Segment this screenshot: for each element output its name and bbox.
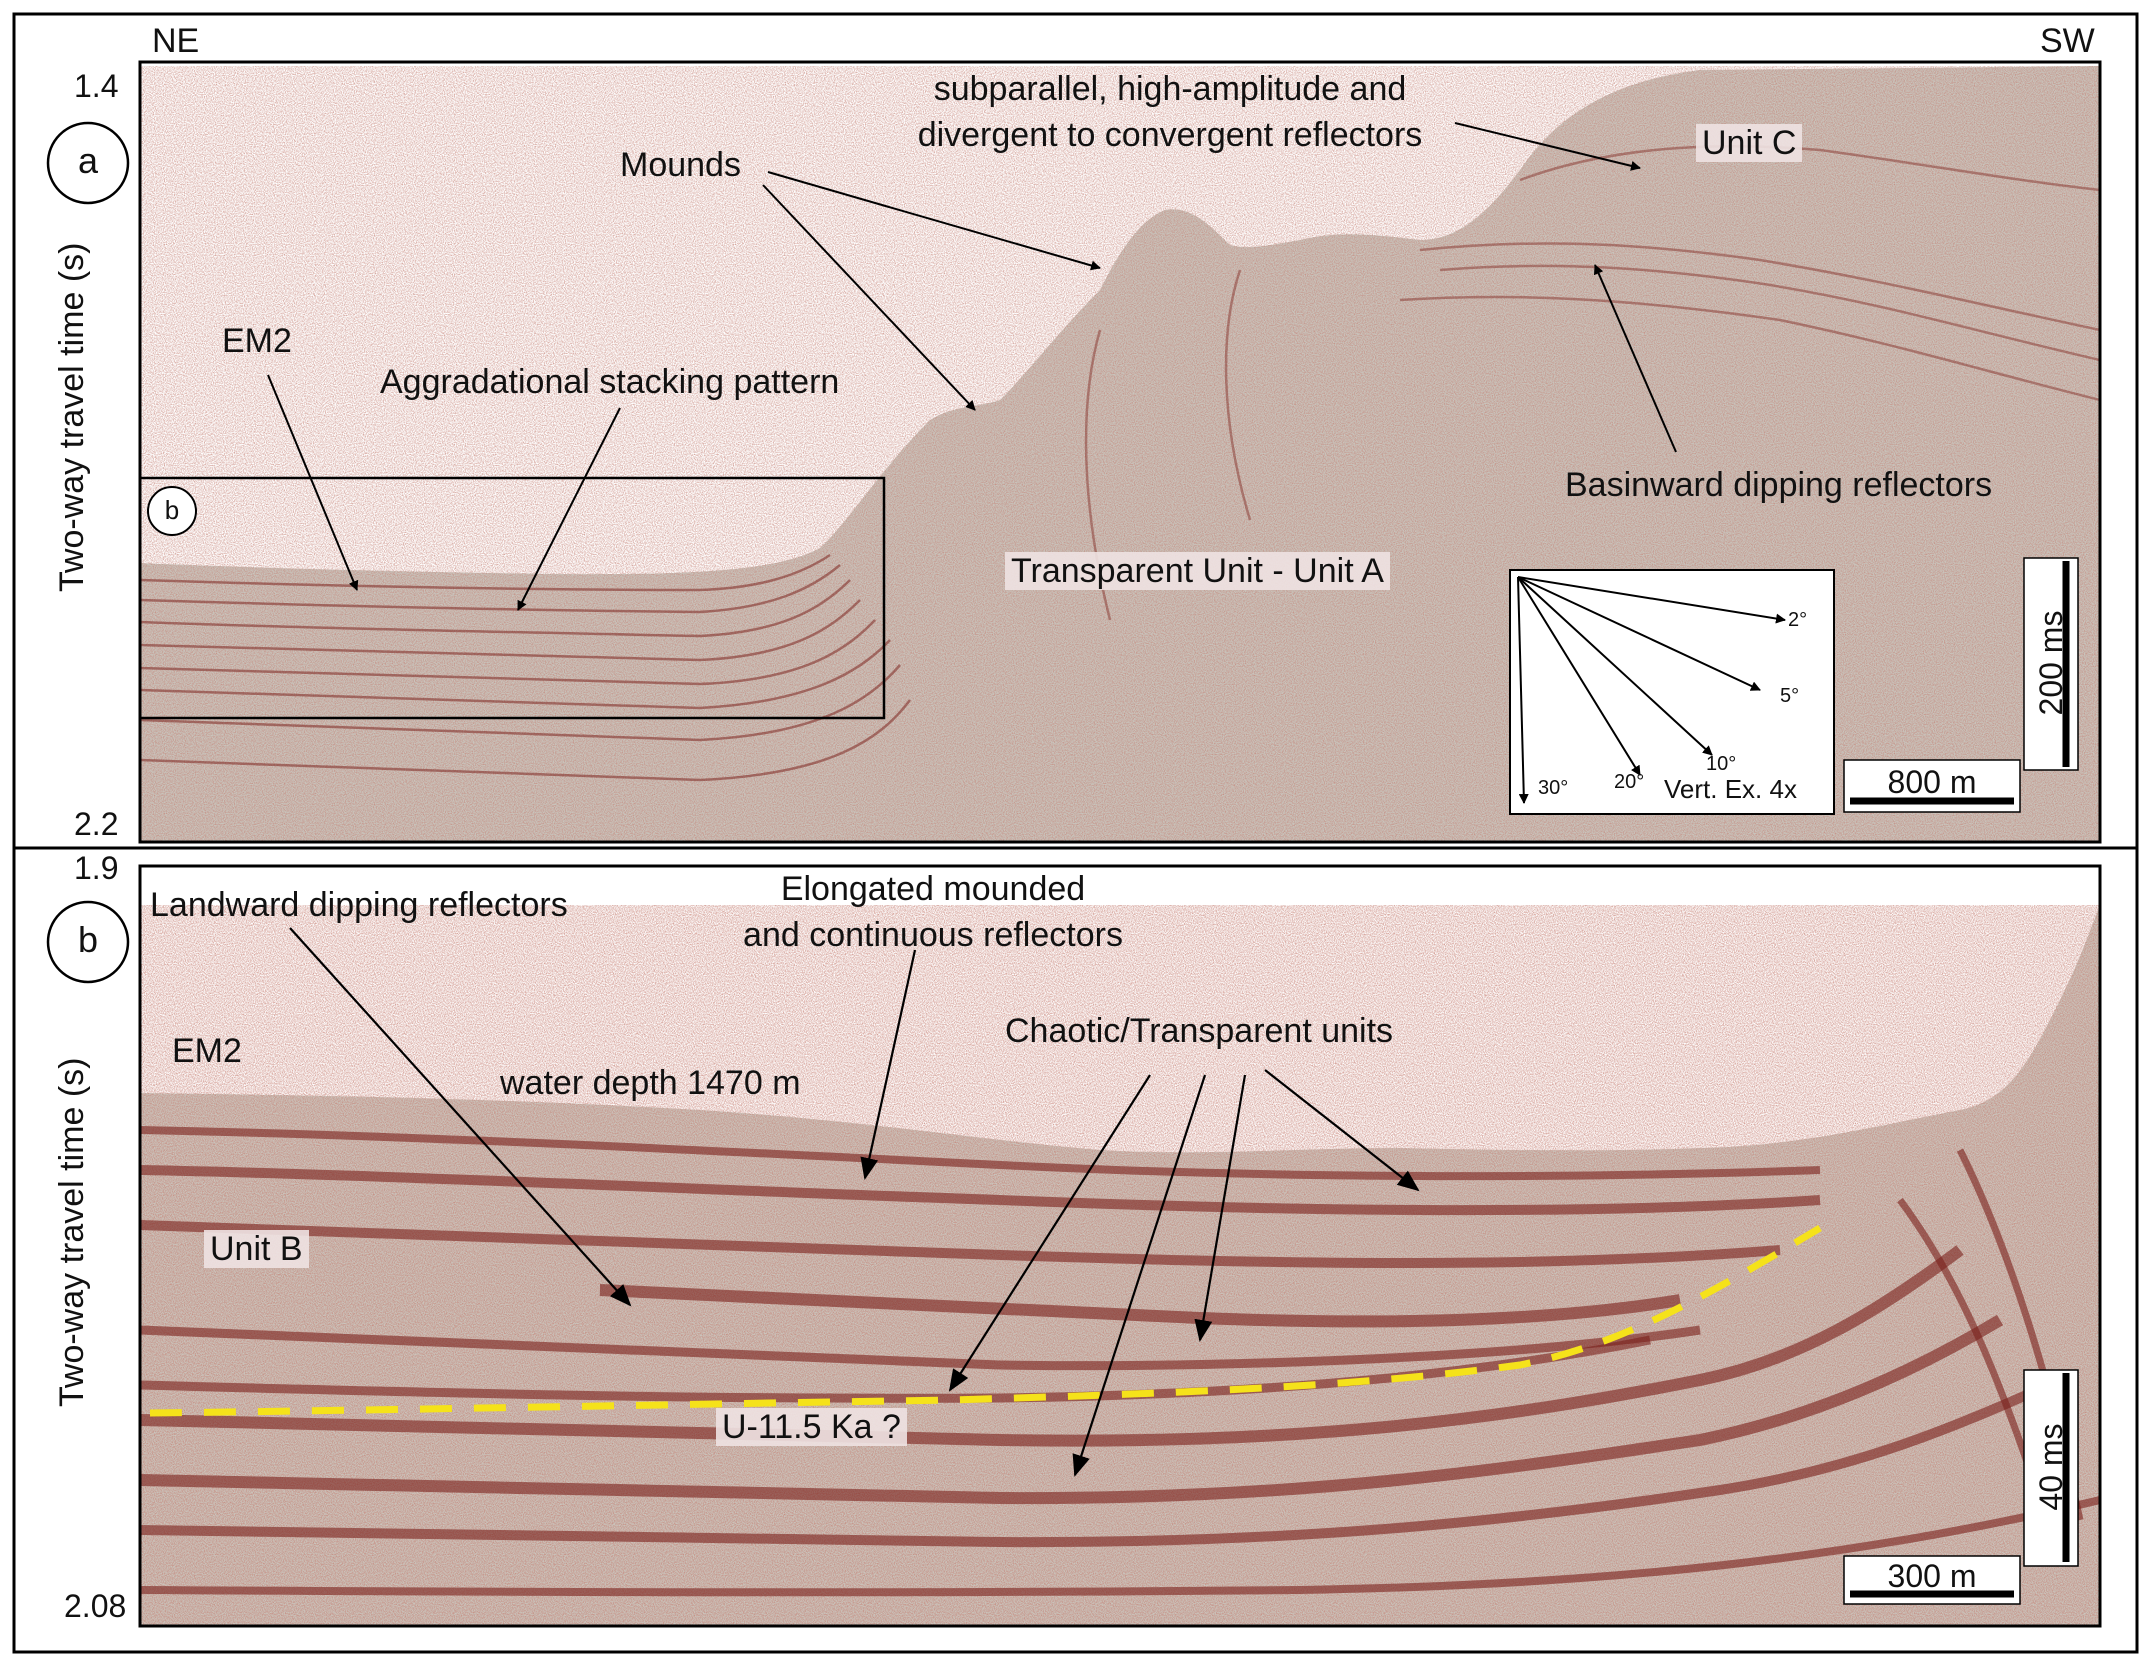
panel-b-location-box [138, 476, 886, 720]
panel-b-circle [46, 900, 130, 984]
panel-b-arrows [289, 927, 1420, 1477]
mounds-arrow-2 [762, 184, 976, 411]
chaotic-arrow-1 [948, 1074, 1151, 1392]
subparallel-arrow [1454, 122, 1641, 171]
inset-b-circle [147, 486, 197, 536]
angle-30-line [1517, 576, 1529, 804]
chaotic-arrow-2 [1072, 1074, 1207, 1477]
angle-2-line [1517, 576, 1786, 624]
angle-20-line [1517, 576, 1641, 776]
em2-arrow-a [267, 374, 359, 591]
panel-a-circle [46, 121, 130, 205]
mounds-arrow-1 [767, 171, 1101, 271]
elongated-arrow [860, 949, 917, 1180]
angle-5-line [1517, 576, 1761, 691]
panel-a-frame [138, 60, 2102, 844]
aggradational-arrow [517, 407, 621, 611]
basinward-arrow [1593, 264, 1677, 453]
scale-bars-a [1843, 557, 2079, 813]
u115-horizon-line [149, 1224, 1822, 1417]
panel-a-arrows [267, 122, 1677, 611]
landward-arrow [289, 927, 632, 1307]
angle-10-line [1517, 576, 1713, 756]
scale-bars-b [1843, 1369, 2079, 1605]
chaotic-arrow-3 [1194, 1074, 1247, 1342]
chaotic-arrow-4 [1264, 1069, 1420, 1192]
dip-angle-legend [1509, 569, 1835, 815]
panel-b-frame [138, 864, 2102, 1628]
